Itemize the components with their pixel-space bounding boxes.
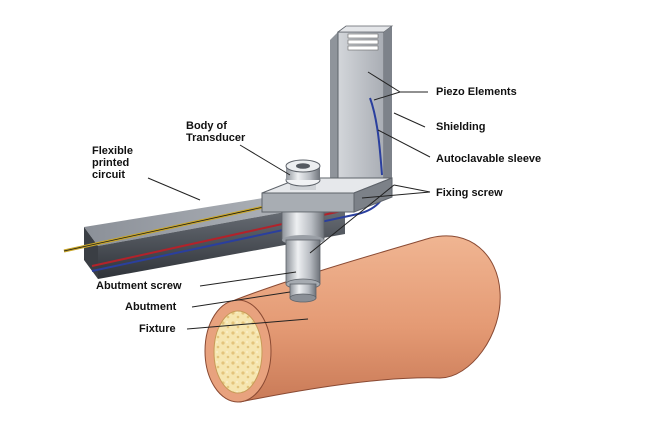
label-abutment-screw: Abutment screw	[96, 280, 182, 292]
fixture-bone	[204, 235, 501, 403]
label-fixture: Fixture	[139, 323, 176, 335]
label-abutment: Abutment	[125, 301, 177, 313]
label-body-of-transducer: Body of Transducer	[186, 120, 246, 144]
shielding-panel	[330, 25, 394, 201]
leader-lines	[147, 71, 431, 330]
label-piezo-elements: Piezo Elements	[436, 86, 517, 98]
label-fixing-screw: Fixing screw	[436, 187, 503, 199]
transducer-body	[261, 159, 393, 213]
piezo-element-stack	[347, 33, 379, 51]
label-flexible-printed-circuit: Flexible printed circuit	[92, 145, 133, 181]
abutment-assembly	[281, 211, 325, 303]
label-shielding: Shielding	[436, 121, 486, 133]
label-autoclavable-sleeve: Autoclavable sleeve	[436, 153, 542, 165]
